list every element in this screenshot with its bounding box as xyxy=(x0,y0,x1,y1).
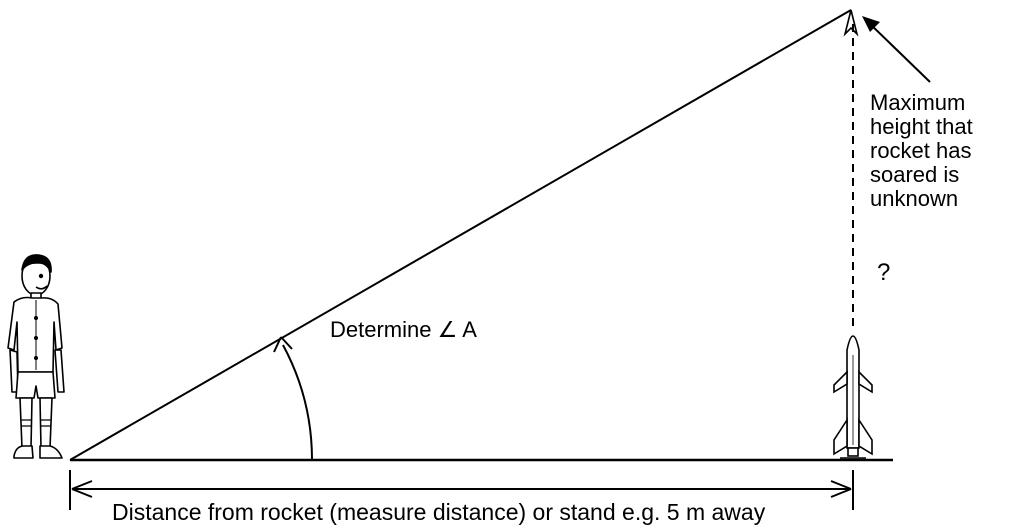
max-height-line: soared is xyxy=(870,162,960,187)
distance-caption: Distance from rocket (measure distance) … xyxy=(112,499,766,525)
angle-instruction-label: Determine ∠ A xyxy=(330,317,477,342)
max-height-line: rocket has xyxy=(870,138,972,163)
max-height-note: Maximum height that rocket has soared is… xyxy=(870,91,973,211)
pointer-arrow xyxy=(862,16,931,83)
line-of-sight xyxy=(69,9,852,461)
boy-figure-icon xyxy=(7,254,65,459)
rocket-icon xyxy=(833,335,873,459)
rocket-apex-icon xyxy=(843,9,859,37)
angle-arc xyxy=(273,336,314,461)
max-height-line: height that xyxy=(870,114,973,139)
distance-dimension xyxy=(69,470,854,510)
question-mark-label: ? xyxy=(877,259,891,286)
max-height-line: Maximum xyxy=(870,90,966,115)
max-height-line: unknown xyxy=(870,186,959,211)
